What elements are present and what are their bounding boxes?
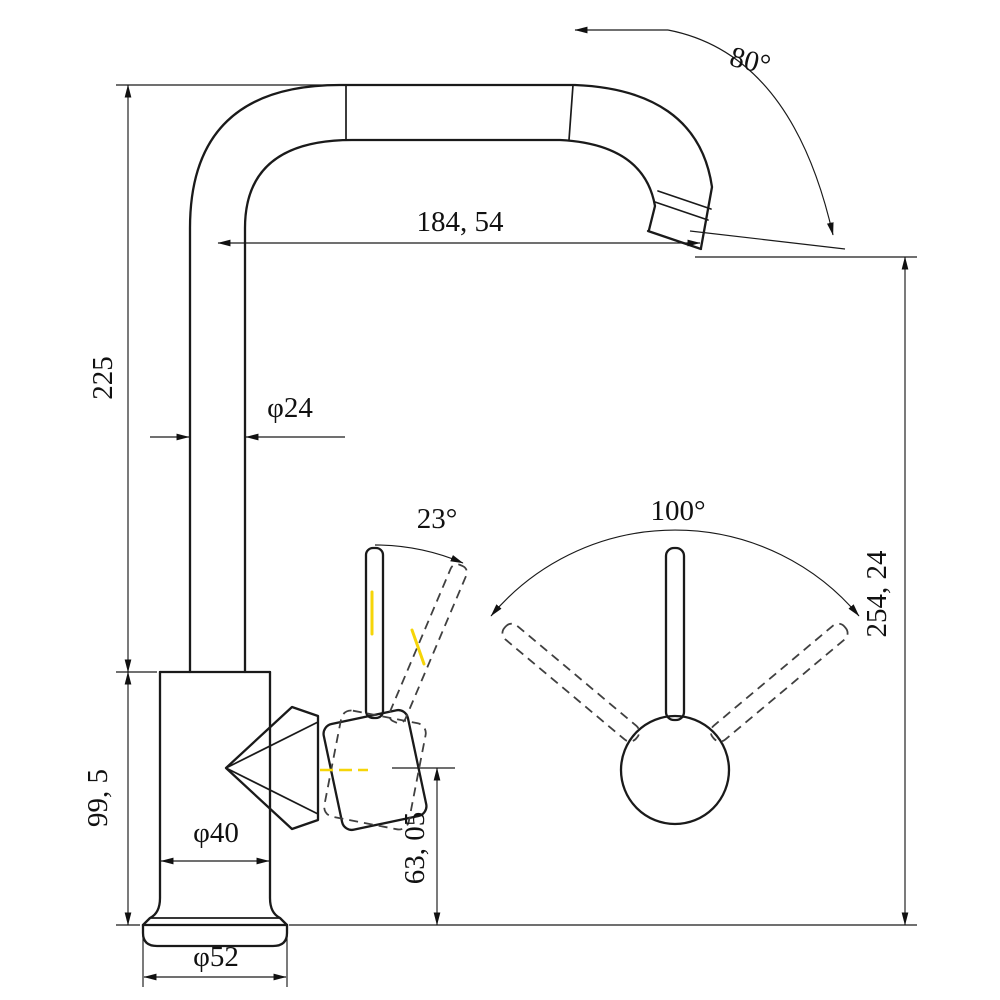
body-left-side xyxy=(141,670,162,927)
dim-label-pipe-diameter: φ24 xyxy=(267,392,313,424)
front-stem-solid xyxy=(664,546,686,722)
handle-block xyxy=(322,708,428,832)
aerator-band-line-2 xyxy=(657,190,712,210)
spout-outlet-face xyxy=(646,229,703,251)
dim-spout-reach: 184, 54 xyxy=(217,206,701,247)
angle-ext-line-spout xyxy=(689,230,846,250)
handle-cone xyxy=(224,705,320,831)
dim-handle-tilt: 23° xyxy=(374,503,464,564)
dim-handle-center-height: 63, 05 xyxy=(392,767,455,926)
dim-spout-height: 225 xyxy=(87,84,336,673)
angle-arc-23 xyxy=(374,544,464,564)
dim-label-overall-height: 254, 24 xyxy=(861,550,893,638)
dim-label-body-height: 99, 5 xyxy=(82,769,114,827)
dim-label-body-diameter: φ40 xyxy=(193,817,239,849)
dim-body-height: 99, 5 xyxy=(82,671,140,926)
spout-seam-right xyxy=(568,84,574,141)
handle-cone-edge-lower xyxy=(225,767,319,815)
body-right-side xyxy=(268,670,289,927)
handle-front-view xyxy=(501,546,849,826)
dim-label-handle-tilt: 23° xyxy=(417,503,458,535)
angle-arc-80 xyxy=(667,29,834,236)
dim-body-diameter: φ40 xyxy=(160,817,270,865)
dim-pipe-diameter: φ24 xyxy=(150,392,345,441)
handle-cone-edge-upper xyxy=(225,721,319,769)
spout-inner-profile xyxy=(243,138,657,674)
front-stem-dashed-left xyxy=(501,622,641,743)
dim-label-spout-height: 225 xyxy=(87,356,119,400)
dim-overall-height: 254, 24 xyxy=(289,256,917,926)
dimensions: 225 99, 5 184, 54 80° φ24 23° xyxy=(82,26,917,987)
dim-handle-swing: 100° xyxy=(490,495,860,617)
dim-label-base-diameter: φ52 xyxy=(193,941,239,973)
aerator-band-line-1 xyxy=(654,201,709,221)
dim-base-diameter: φ52 xyxy=(142,931,288,987)
handle-block-dashed xyxy=(323,709,427,831)
angle-arc-100 xyxy=(490,529,860,617)
dim-label-handle-swing: 100° xyxy=(650,495,705,527)
handle-side-dashed-tilted xyxy=(323,563,468,831)
faucet-side-view xyxy=(141,83,714,948)
handle-lever-stem-dashed xyxy=(388,563,468,724)
dim-label-spout-reach: 184, 54 xyxy=(417,206,505,238)
base-plate xyxy=(141,923,289,948)
handle-side-solid xyxy=(224,546,428,832)
highlight-marks xyxy=(320,590,426,772)
dim-spout-angle: 80° xyxy=(574,26,846,250)
dim-label-handle-center-height: 63, 05 xyxy=(399,812,431,885)
front-handle-hub xyxy=(619,714,731,826)
highlight-dashed-stem-mark xyxy=(410,628,426,666)
handle-lever-stem xyxy=(364,546,385,720)
faucet-body xyxy=(141,670,289,948)
spout-outer-profile xyxy=(188,83,714,674)
dim-label-spout-angle: 80° xyxy=(727,41,774,82)
front-stem-dashed-right xyxy=(709,622,849,743)
